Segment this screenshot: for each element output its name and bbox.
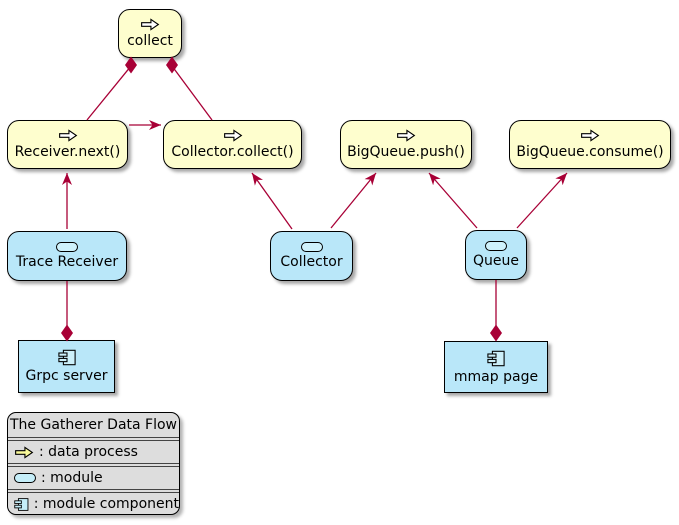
data-process-icon (58, 129, 77, 142)
data-process-icon (141, 18, 160, 31)
node-label: Receiver.next() (14, 144, 121, 160)
edge-collector-collector-collect (251, 172, 293, 230)
legend-entry-label: : data process (39, 444, 138, 460)
node-grpc-server: Grpc server (18, 340, 115, 393)
node-bigqueue-consume: BigQueue.consume() (509, 120, 671, 169)
node-label: Collector.collect() (171, 144, 294, 160)
module-component-icon (14, 497, 29, 511)
data-process-icon (397, 129, 416, 142)
module-component-icon (57, 349, 76, 366)
node-label: BigQueue.push() (347, 144, 465, 160)
node-mmap-page: mmap page (444, 341, 548, 393)
node-trace-receiver: Trace Receiver (7, 231, 127, 281)
edge-collect-receiver-next (86, 65, 132, 121)
node-label: Collector (280, 254, 343, 270)
composition-diamond (125, 56, 137, 74)
node-label: Queue (473, 253, 519, 269)
legend-entry-label: : module (41, 470, 103, 486)
edge-queue-bigqueue-push (428, 172, 478, 229)
legend-entry: : module (8, 463, 179, 489)
module-icon (14, 473, 36, 483)
data-process-icon (15, 445, 34, 459)
module-icon (485, 241, 507, 251)
legend-title: The Gatherer Data Flow (10, 417, 177, 433)
edge-queue-bigqueue-consume (516, 172, 568, 229)
node-label: Trace Receiver (15, 254, 119, 270)
legend-entry-label: : module component (33, 496, 179, 512)
data-process-icon (223, 129, 242, 142)
node-label: Grpc server (25, 368, 108, 384)
module-component-icon (487, 350, 505, 366)
composition-diamond (61, 324, 73, 342)
composition-diamond (166, 56, 178, 74)
edge-collector-bigqueue-push (330, 172, 377, 229)
node-label: collect (127, 33, 173, 49)
node-collector: Collector (270, 231, 353, 281)
node-label: mmap page (453, 368, 539, 385)
legend: The Gatherer Data Flow : data process : … (7, 412, 180, 515)
node-bigqueue-push: BigQueue.push() (340, 120, 472, 169)
node-label: BigQueue.consume() (516, 144, 664, 160)
node-collector-collect: Collector.collect() (163, 120, 302, 169)
legend-entry: : data process (8, 437, 179, 463)
data-process-icon (581, 129, 600, 142)
legend-entry: : module component (8, 489, 179, 514)
edge-collect-collector-collect (171, 65, 213, 121)
module-icon (300, 242, 323, 252)
node-receiver-next: Receiver.next() (7, 120, 128, 169)
node-collect: collect (118, 9, 182, 58)
node-queue: Queue (465, 230, 527, 280)
module-icon (56, 242, 78, 252)
composition-diamond (490, 324, 502, 342)
